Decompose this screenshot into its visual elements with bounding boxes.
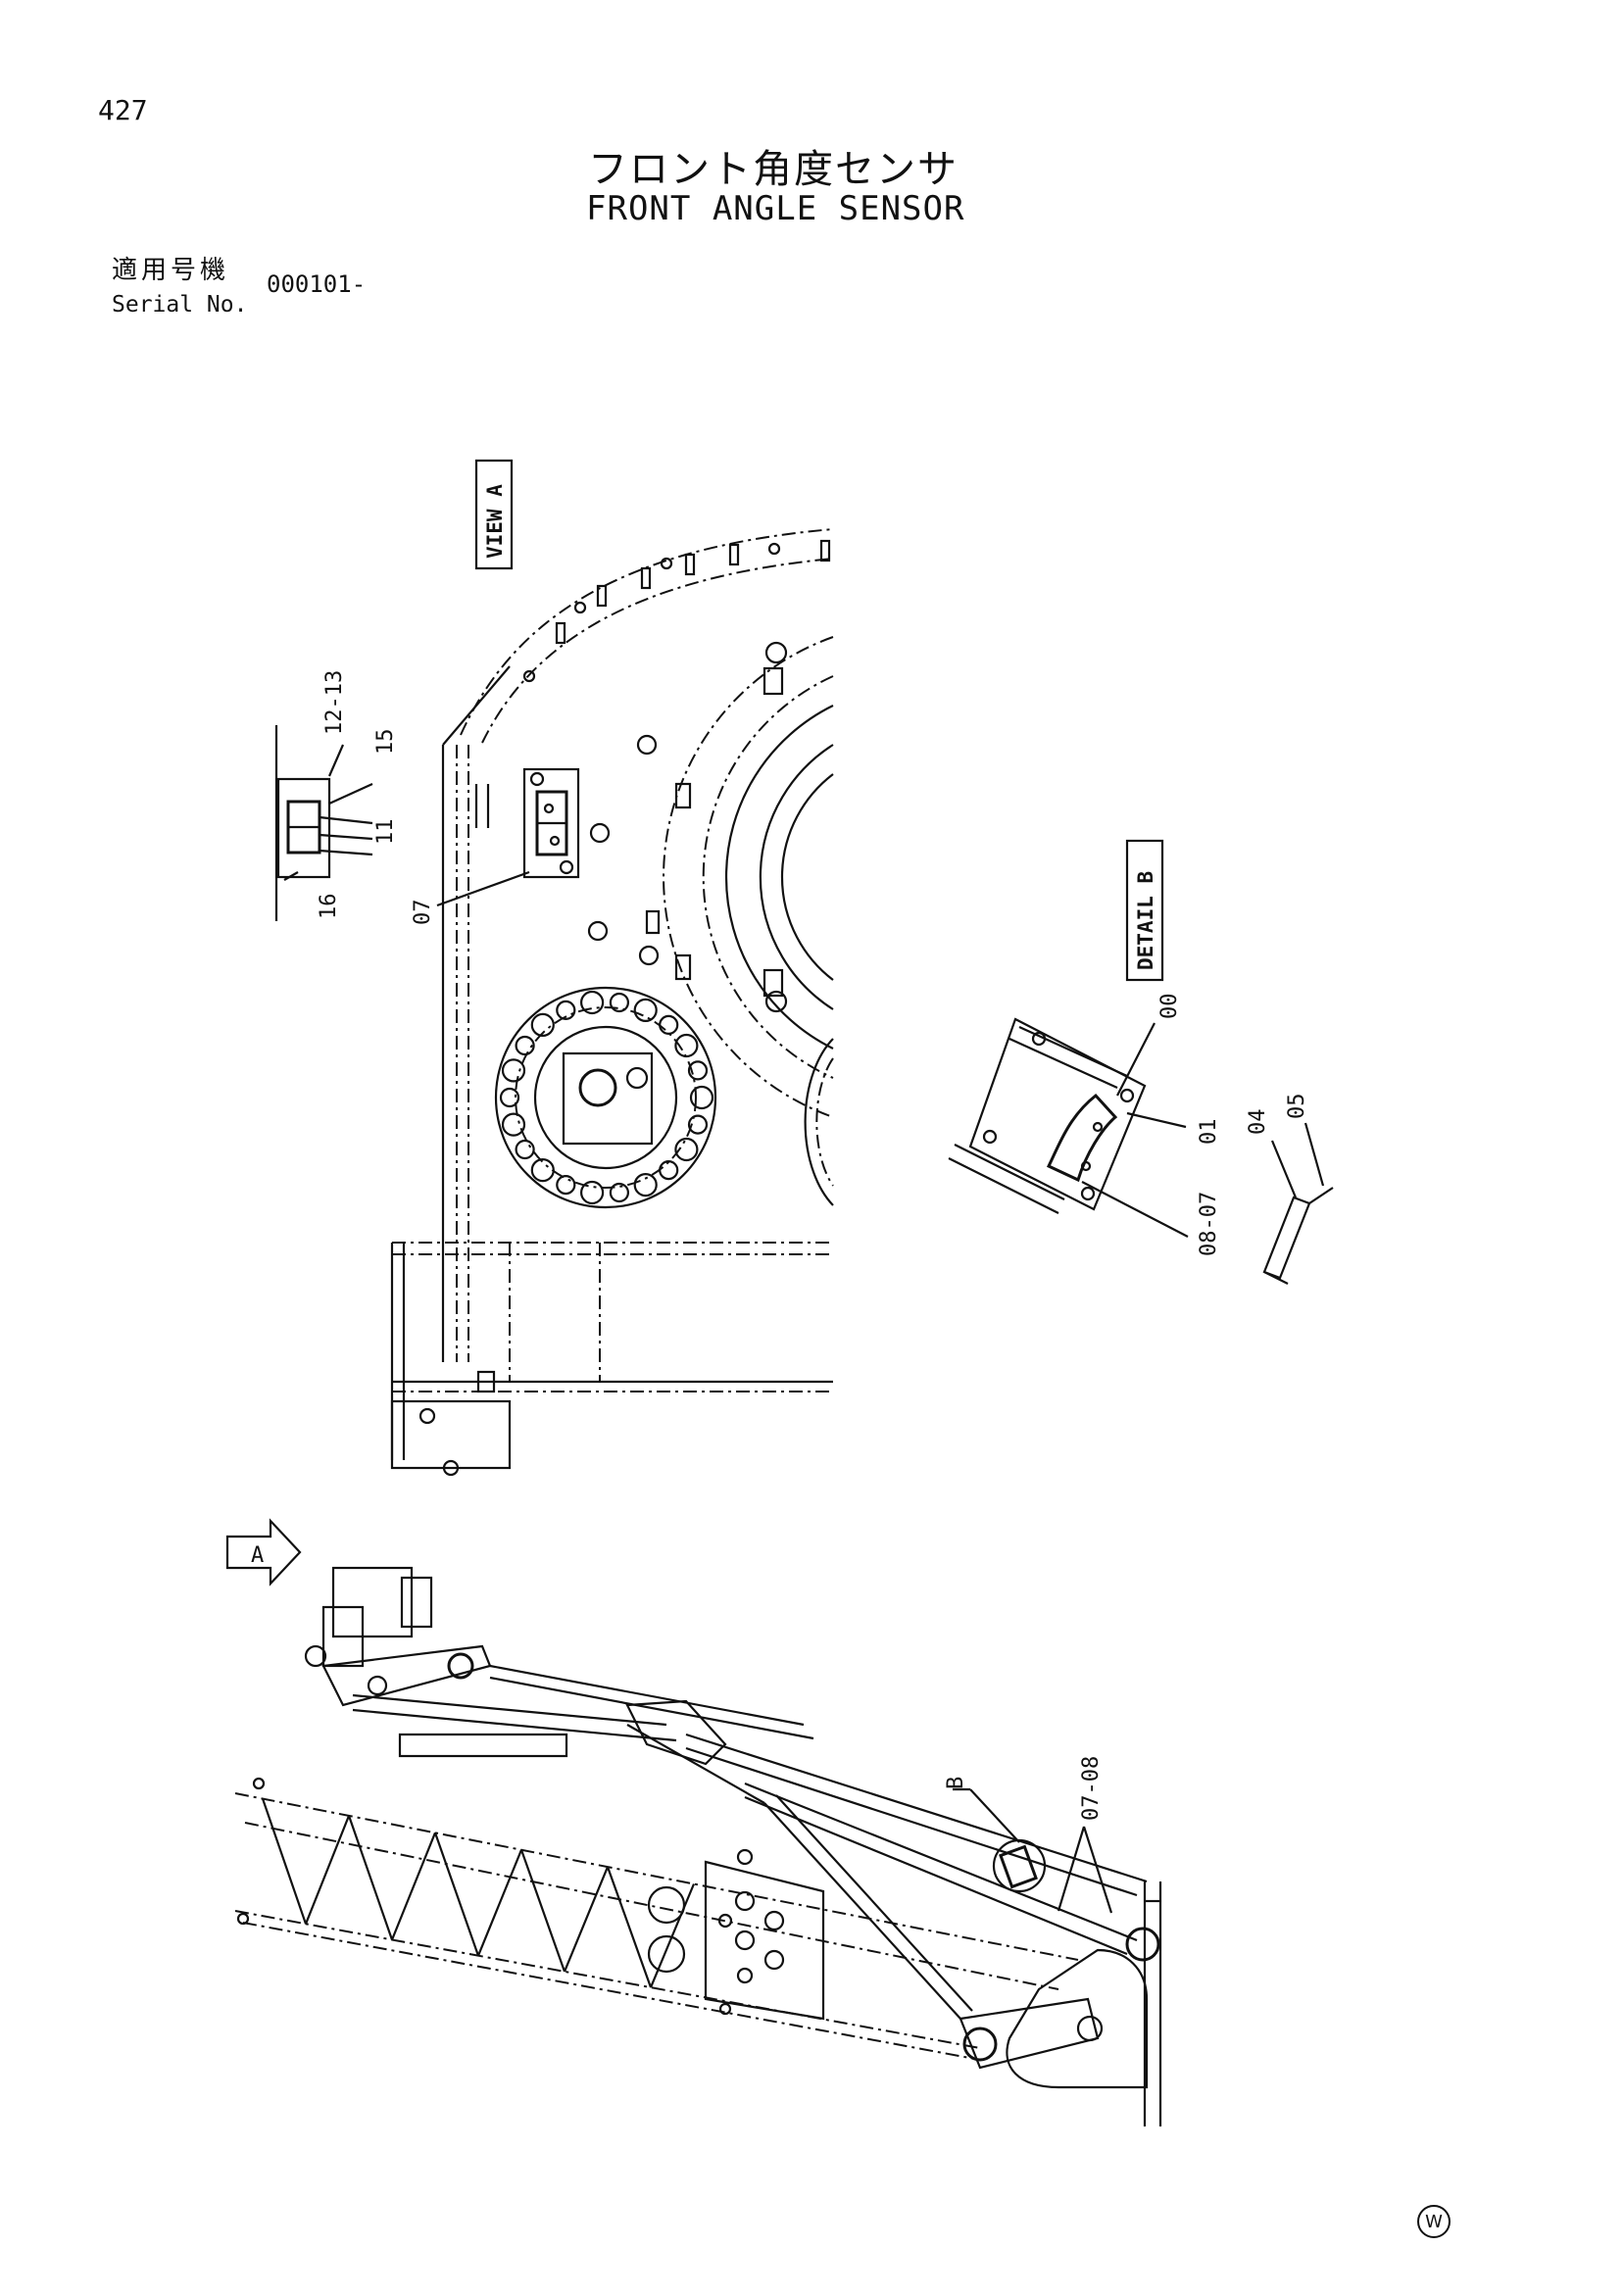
title-japanese: フロント角度センサ	[588, 147, 959, 192]
lattice-brace	[519, 1849, 566, 1973]
bolt-ring	[499, 990, 714, 1205]
callout-15: 15	[373, 729, 398, 756]
bolt	[530, 1012, 555, 1038]
lower-frame	[390, 1242, 833, 1477]
bolt	[515, 1139, 535, 1160]
callout-01: 01	[1197, 1119, 1221, 1146]
callout-11: 11	[373, 819, 398, 846]
bolt	[689, 1085, 714, 1110]
bolt	[556, 1174, 576, 1196]
bolt	[609, 992, 630, 1013]
callout-00: 00	[1157, 994, 1182, 1020]
callout-07: 07	[411, 900, 435, 926]
sensor-mount-07	[474, 767, 580, 879]
callout-04: 04	[1246, 1109, 1270, 1136]
callout-12-13: 12-13	[322, 670, 347, 735]
view-a-arrow-label: A	[251, 1543, 264, 1568]
boom-lattice	[261, 1798, 696, 1988]
callout-05: 05	[1285, 1094, 1309, 1120]
bolt	[501, 1112, 526, 1137]
bolt	[687, 1060, 709, 1081]
swing-motor	[494, 986, 717, 1209]
bolt	[501, 1058, 526, 1083]
bolt	[674, 1033, 699, 1058]
bolt	[530, 1157, 555, 1183]
detail-b-drawing: DETAIL B 00 01 08-07 04 05	[948, 839, 1334, 1285]
serial-label-english: Serial No.	[112, 292, 248, 318]
lattice-brace	[606, 1866, 653, 1988]
registered-mark-icon: W	[1417, 2205, 1451, 2238]
serial-label-japanese: 適用号機	[112, 256, 230, 285]
slewing-ring	[587, 636, 834, 1118]
view-a-tag-box	[474, 459, 514, 570]
bolt	[556, 1000, 576, 1021]
lattice-brace	[563, 1866, 610, 1973]
bolt	[609, 1182, 630, 1203]
callout-07-08: 07-08	[1079, 1756, 1104, 1821]
lattice-brace	[347, 1815, 394, 1940]
detail-b-tag: DETAIL B	[1134, 871, 1157, 970]
callout-08-07: 08-07	[1197, 1192, 1221, 1256]
lattice-brace	[433, 1832, 480, 1957]
bolt	[687, 1114, 709, 1135]
crane-side-view: A	[225, 1518, 1162, 2126]
callout-b: B	[944, 1777, 968, 1789]
bolt	[515, 1035, 535, 1056]
bolt	[674, 1137, 699, 1162]
bolt	[633, 1172, 658, 1197]
page-number: 427	[98, 94, 148, 126]
view-a-drawing: VIEW A	[390, 459, 834, 1477]
lattice-brace	[304, 1815, 351, 1925]
bolt	[633, 998, 658, 1023]
lattice-brace	[390, 1832, 437, 1940]
lattice-brace	[476, 1849, 523, 1957]
bolt	[499, 1087, 520, 1108]
detail-b-tag-box	[1125, 839, 1164, 982]
view-a-arrow	[225, 1518, 302, 1587]
sensor-connector-detail: 12-13 15 11 16 07	[274, 670, 530, 926]
bolt	[659, 1159, 679, 1181]
bolt	[579, 1180, 605, 1205]
title-english: FRONT ANGLE SENSOR	[586, 189, 965, 228]
callout-16: 16	[317, 894, 341, 920]
lattice-brace	[649, 1883, 696, 1988]
view-a-tag: VIEW A	[483, 484, 507, 559]
serial-number-value: 000101-	[267, 270, 367, 298]
bolt	[579, 990, 605, 1015]
lattice-brace	[261, 1798, 308, 1925]
bolt	[659, 1014, 679, 1036]
